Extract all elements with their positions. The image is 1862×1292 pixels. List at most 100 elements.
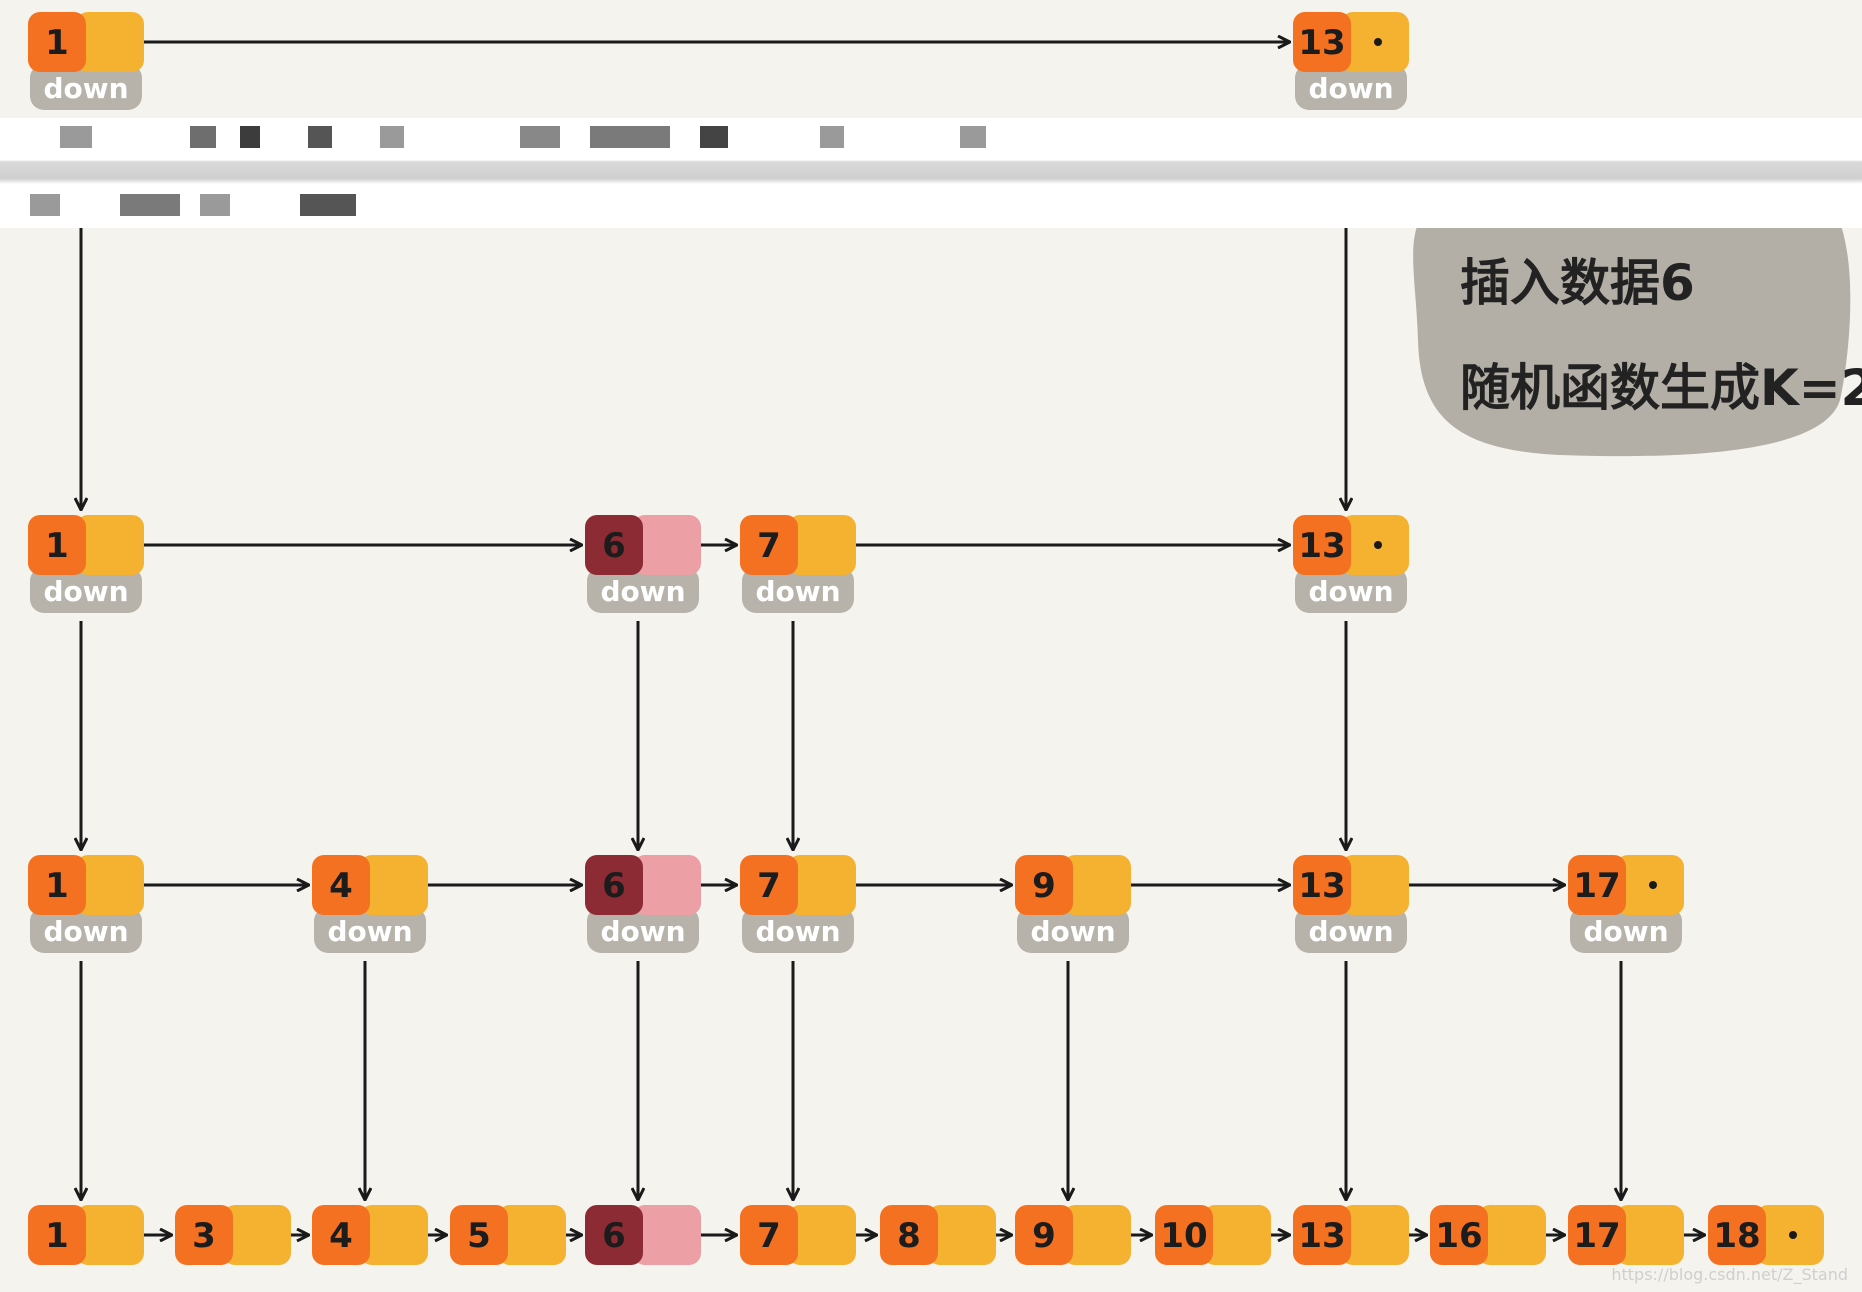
node-key-cell: [1708, 1205, 1766, 1265]
node-value: 13: [1298, 866, 1345, 906]
next-pointer-cell: [360, 1205, 428, 1265]
next-pointer-cell: [360, 855, 428, 915]
skip-node-L0-9: down 9: [1015, 855, 1131, 953]
down-label: down: [600, 575, 685, 608]
skip-node-L1-7: down 7: [740, 515, 856, 613]
down-label: down: [1583, 915, 1668, 948]
node-value: 6: [602, 1216, 626, 1256]
skip-node-L1-13: down 13: [1293, 515, 1409, 613]
skip-node-base-16: 16: [1430, 1205, 1546, 1265]
node-key-cell: [1015, 1205, 1073, 1265]
next-pointer-cell: [633, 855, 701, 915]
down-label: down: [327, 915, 412, 948]
down-label: down: [43, 915, 128, 948]
node-key-cell: [28, 515, 86, 575]
node-key-cell: [585, 515, 643, 575]
next-pointer-cell: [1063, 855, 1131, 915]
node-value: 9: [1032, 866, 1056, 906]
node-value: 1: [45, 526, 69, 566]
node-key-cell: [740, 515, 798, 575]
down-pointer-box: [30, 907, 142, 953]
next-pointer-cell: [633, 515, 701, 575]
node-value: 6: [602, 526, 626, 566]
node-value: 13: [1298, 526, 1345, 566]
down-label: down: [755, 575, 840, 608]
next-pointer-cell: [1063, 1205, 1131, 1265]
skip-node-base-4: 4: [312, 1205, 428, 1265]
node-key-cell: [175, 1205, 233, 1265]
node-value: 7: [757, 866, 781, 906]
next-pointer-cell: [223, 1205, 291, 1265]
skip-node-base-13: 13: [1293, 1205, 1409, 1265]
next-pointer-cell: [76, 1205, 144, 1265]
skip-node-base-9: 9: [1015, 1205, 1131, 1265]
skip-node-base-8: 8: [880, 1205, 996, 1265]
skip-node-base-3: 3: [175, 1205, 291, 1265]
down-pointer-box: [1295, 907, 1407, 953]
next-pointer-cell: [1616, 1205, 1684, 1265]
down-label: down: [1308, 575, 1393, 608]
node-value: 4: [329, 1216, 353, 1256]
node-value: 1: [45, 1216, 69, 1256]
next-pointer-cell: [76, 12, 144, 72]
next-pointer-cell: [928, 1205, 996, 1265]
skip-node-base-1: 1: [28, 1205, 144, 1265]
node-key-cell: [312, 1205, 370, 1265]
node-key-cell: [1293, 1205, 1351, 1265]
next-pointer-cell: [76, 855, 144, 915]
next-pointer-cell: [1341, 1205, 1409, 1265]
node-key-cell: [1568, 855, 1626, 915]
down-pointer-box: [742, 567, 854, 613]
down-pointer-box: [1295, 64, 1407, 110]
null-pointer-dot: [1374, 541, 1382, 549]
node-key-cell: [28, 855, 86, 915]
next-pointer-cell: [1203, 1205, 1271, 1265]
next-pointer-cell: [76, 515, 144, 575]
node-key-cell: [880, 1205, 938, 1265]
skip-node-L0-7: down 7: [740, 855, 856, 953]
skip-node-base-6: 6: [585, 1205, 701, 1265]
down-label: down: [1030, 915, 1115, 948]
node-value: 1: [45, 23, 69, 63]
down-pointer-box: [587, 567, 699, 613]
skip-node-base-7: 7: [740, 1205, 856, 1265]
node-value: 18: [1713, 1216, 1760, 1256]
down-pointer-box: [1295, 567, 1407, 613]
skip-node-L1-6: down 6: [585, 515, 701, 613]
note-line-1: 插入数据6: [1460, 254, 1695, 312]
note-line-2: 随机函数生成K=2: [1460, 359, 1862, 417]
watermark: https://blog.csdn.net/Z_Stand: [1611, 1265, 1848, 1284]
node-value: 3: [192, 1216, 216, 1256]
next-pointer-cell: [788, 1205, 856, 1265]
null-pointer-dot: [1789, 1231, 1797, 1239]
down-label: down: [755, 915, 840, 948]
down-pointer-box: [30, 567, 142, 613]
skip-node-base-5: 5: [450, 1205, 566, 1265]
node-value: 13: [1298, 23, 1345, 63]
redaction-band: [0, 118, 1862, 228]
skip-node-base-18: 18: [1708, 1205, 1824, 1265]
node-value: 7: [757, 1216, 781, 1256]
node-value: 16: [1435, 1216, 1482, 1256]
next-pointer-cell: [498, 1205, 566, 1265]
next-pointer-cell: [1478, 1205, 1546, 1265]
skip-node-base-17: 17: [1568, 1205, 1684, 1265]
down-label: down: [43, 575, 128, 608]
next-pointer-cell: [633, 1205, 701, 1265]
next-pointer-cell: [1341, 855, 1409, 915]
node-value: 7: [757, 526, 781, 566]
node-key-cell: [740, 855, 798, 915]
note-bubble: 插入数据6 随机函数生成K=2: [1413, 178, 1862, 457]
node-key-cell: [1568, 1205, 1626, 1265]
node-key-cell: [585, 855, 643, 915]
down-pointer-box: [742, 907, 854, 953]
skip-node-L1-1: down 1: [28, 515, 144, 613]
down-label: down: [600, 915, 685, 948]
